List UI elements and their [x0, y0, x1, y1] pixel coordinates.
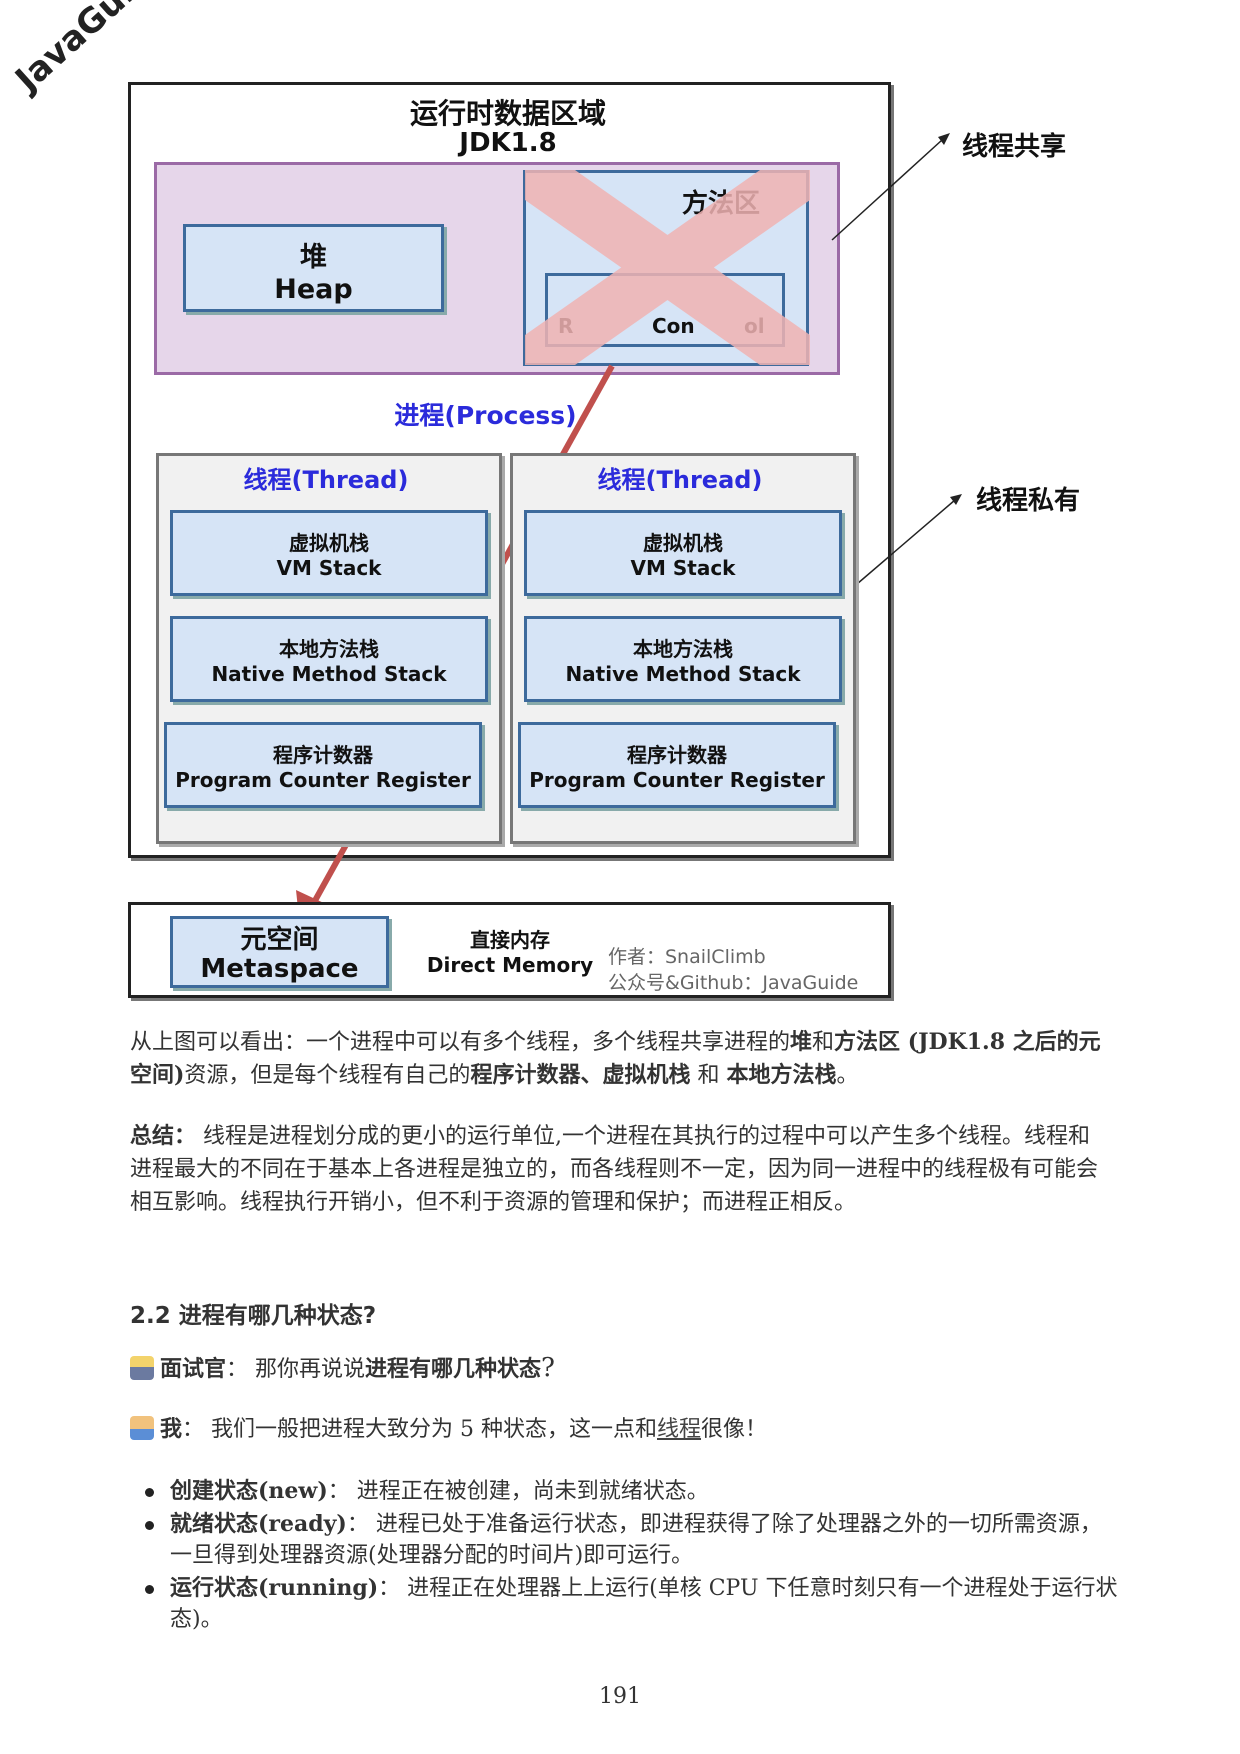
summary-label: 总结：: [130, 1123, 197, 1149]
shared-pointer-head: [938, 133, 950, 145]
thread-link[interactable]: 线程: [657, 1417, 702, 1442]
p1-method-area: 方法区 (JDK1.8 之后的元空间): [130, 1029, 1101, 1088]
section-heading: 2.2 进程有哪几种状态?: [130, 1303, 377, 1329]
direct-memory-cn: 直接内存: [470, 928, 550, 952]
me-end: 很像！: [701, 1417, 768, 1442]
process-state-list: 创建状态(new)： 进程正在被创建，尚未到就绪状态。 就绪状态(ready)：…: [145, 1476, 1120, 1637]
heap-en: Heap: [274, 274, 353, 305]
native-stack-cn-1: 本地方法栈: [279, 637, 379, 661]
account-line: 公众号&Github：JavaGuide: [608, 972, 859, 994]
runtime-title: 运行时数据区域: [409, 97, 606, 130]
bullet-text-running: ： 进程正在处理器上上运行(单核 CPU 下任意时刻只有一个进程处于运行状态)。: [170, 1576, 1118, 1632]
pc-register-en-2: Program Counter Register: [529, 768, 825, 792]
page-number: 191: [599, 1684, 641, 1709]
me-label: 我: [160, 1416, 183, 1442]
heap-box: 堆 Heap: [183, 224, 444, 312]
vm-stack-box-1: 虚拟机栈 VM Stack: [170, 510, 488, 596]
vm-stack-en-1: VM Stack: [276, 556, 382, 580]
bullet-text-new: ： 进程正在被创建，尚未到就绪状态。: [327, 1479, 709, 1504]
interviewer-bold: 进程有哪几种状态: [365, 1356, 542, 1382]
thread-title-2-en: (Thread): [645, 466, 763, 494]
constant-pool-partial-2: Con: [652, 314, 695, 338]
p1-text-b: 资源，但是每个线程有自己的: [184, 1063, 471, 1088]
vm-stack-cn-2: 虚拟机栈: [643, 531, 723, 555]
native-stack-en-1: Native Method Stack: [211, 662, 447, 686]
native-stack-en-2: Native Method Stack: [565, 662, 801, 686]
pc-register-box-1: 程序计数器 Program Counter Register: [164, 722, 482, 808]
metaspace-cn: 元空间: [240, 925, 319, 955]
me-text: ： 我们一般把进程大致分为 5 种状态，这一点和: [182, 1417, 657, 1442]
thread-title-2: 线程(Thread): [510, 460, 850, 495]
vm-stack-en-2: VM Stack: [630, 556, 736, 580]
list-item-new: 创建状态(new)： 进程正在被创建，尚未到就绪状态。: [145, 1476, 1120, 1507]
author-line: 作者：SnailClimb: [608, 946, 766, 968]
private-pointer-head: [950, 494, 962, 505]
p1-text-a: 从上图可以看出：一个进程中可以有多个线程，多个线程共享进程的: [130, 1030, 791, 1055]
pc-register-cn-1: 程序计数器: [273, 743, 373, 767]
p1-native: 本地方法栈: [726, 1062, 837, 1088]
bullet-text-ready: ： 进程已处于准备运行状态，即进程获得了除了处理器之外的一切所需资源，一旦得到处…: [170, 1512, 1102, 1568]
process-label-cn: 进程: [394, 401, 445, 430]
summary-text: 线程是进程划分成的更小的运行单位,一个进程在其执行的过程中可以产生多个线程。线程…: [130, 1124, 1099, 1215]
thread-title-2-cn: 线程: [597, 466, 646, 494]
thread-title-1: 线程(Thread): [156, 460, 496, 495]
interviewer-avatar-icon: [130, 1356, 154, 1380]
thread-private-label: 线程私有: [976, 486, 1081, 516]
p1-end: 。: [836, 1063, 859, 1088]
vm-stack-box-2: 虚拟机栈 VM Stack: [524, 510, 842, 596]
vm-stack-cn-1: 虚拟机栈: [289, 531, 369, 555]
metaspace-box: 元空间 Metaspace: [170, 916, 389, 988]
thread-title-1-cn: 线程: [243, 466, 292, 494]
pc-register-cn-2: 程序计数器: [627, 743, 727, 767]
interviewer-text: ： 那你再说说: [226, 1357, 366, 1382]
paragraph-summary: 总结： 线程是进程划分成的更小的运行单位,一个进程在其执行的过程中可以产生多个线…: [130, 1120, 1110, 1219]
paragraph-thread-resources: 从上图可以看出：一个进程中可以有多个线程，多个线程共享进程的堆和方法区 (JDK…: [130, 1026, 1110, 1092]
thread-title-1-en: (Thread): [291, 466, 409, 494]
runtime-version: JDK1.8: [459, 128, 557, 158]
interviewer-label: 面试官: [160, 1356, 227, 1382]
process-label-en: (Process): [444, 401, 577, 430]
cross-mark: [525, 170, 810, 365]
metaspace-en: Metaspace: [200, 954, 359, 984]
pc-register-box-2: 程序计数器 Program Counter Register: [518, 722, 836, 808]
native-stack-box-1: 本地方法栈 Native Method Stack: [170, 616, 488, 702]
thread-shared-label: 线程共享: [962, 132, 1067, 162]
p1-and: 和: [812, 1030, 835, 1055]
me-avatar-icon: [130, 1416, 154, 1440]
shared-pointer-line: [831, 139, 943, 241]
direct-memory-label: 直接内存 Direct Memory: [420, 924, 600, 977]
native-stack-box-2: 本地方法栈 Native Method Stack: [524, 616, 842, 702]
me-line: 我： 我们一般把进程大致分为 5 种状态，这一点和线程很像！: [130, 1413, 1110, 1446]
native-stack-cn-2: 本地方法栈: [633, 637, 733, 661]
private-pointer-line: [849, 499, 956, 591]
heap-cn: 堆: [300, 242, 327, 273]
p1-and2: 和: [690, 1063, 727, 1088]
p1-heap: 堆: [790, 1029, 813, 1055]
bullet-label-running: 运行状态(running): [170, 1575, 379, 1601]
bullet-label-new: 创建状态(new): [170, 1478, 328, 1504]
process-label: 进程(Process): [128, 396, 843, 432]
p1-sep: 、: [580, 1062, 603, 1088]
list-item-ready: 就绪状态(ready)： 进程已处于准备运行状态，即进程获得了除了处理器之外的一…: [145, 1509, 1120, 1571]
p1-pc: 程序计数器: [470, 1062, 581, 1088]
interviewer-line: 面试官： 那你再说说进程有哪几种状态?: [130, 1352, 1110, 1386]
interviewer-question-mark: ?: [541, 1353, 555, 1383]
bullet-label-ready: 就绪状态(ready): [170, 1511, 347, 1537]
direct-memory-en: Direct Memory: [426, 953, 594, 977]
list-item-running: 运行状态(running)： 进程正在处理器上上运行(单核 CPU 下任意时刻只…: [145, 1573, 1120, 1635]
pc-register-en-1: Program Counter Register: [175, 768, 471, 792]
p1-vm-stack: 虚拟机栈: [602, 1062, 691, 1088]
